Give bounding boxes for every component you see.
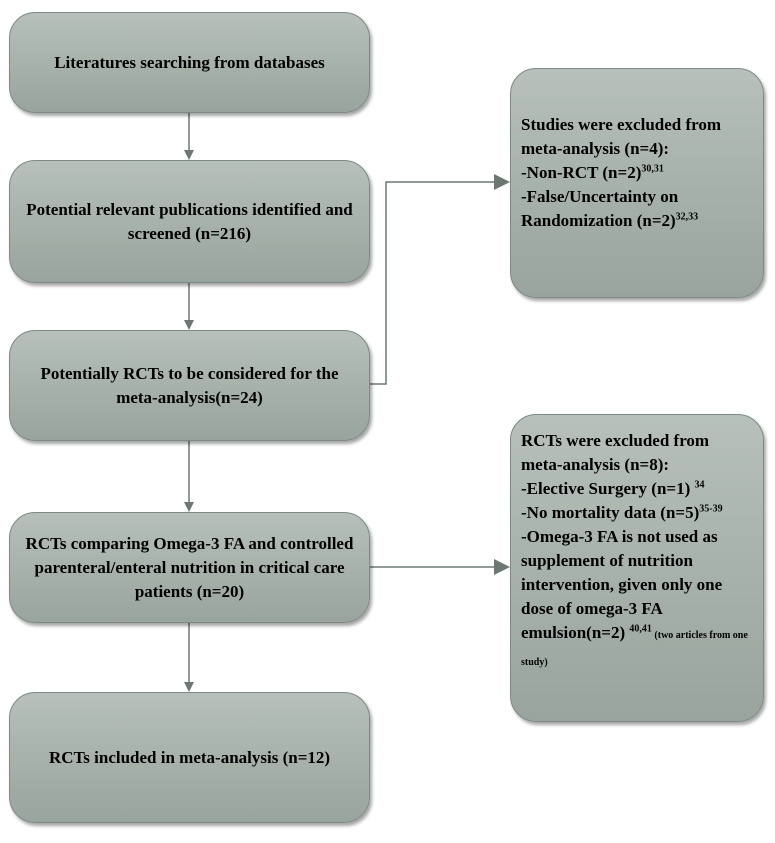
excluded2-item-ref: 40,41 (629, 623, 652, 635)
node-literature-search-label: Literatures searching from databases (54, 52, 325, 72)
node-studies-excluded: Studies were excluded from meta-analysis… (510, 68, 764, 298)
excluded1-heading: Studies were excluded from meta-analysis… (521, 115, 722, 158)
excluded2-item: -Elective Surgery (n=1) 34 (521, 477, 753, 501)
excluded1-item-text: -False/Uncertainty on Randomization (n=2… (521, 187, 679, 230)
excluded2-item-text: -No mortality data (n=5) (521, 503, 700, 522)
excluded1-item-text: -Non-RCT (n=2) (521, 163, 642, 182)
excluded1-item: -Non-RCT (n=2)30,31 (521, 161, 753, 185)
node-publications-identified-label: Potential relevant publications identifi… (26, 199, 353, 243)
excluded1-item: -False/Uncertainty on Randomization (n=2… (521, 185, 753, 233)
node-literature-search: Literatures searching from databases (9, 12, 370, 113)
excluded2-heading: RCTs were excluded from meta-analysis (n… (521, 431, 710, 474)
excluded1-item-ref: 30,31 (641, 163, 664, 175)
excluded2-item-text: -Omega-3 FA is not used as supplement of… (521, 527, 723, 642)
node-publications-identified: Potential relevant publications identifi… (9, 160, 370, 283)
node-rcts-included-label: RCTs included in meta-analysis (n=12) (48, 747, 331, 767)
excluded2-item-ref: 34 (694, 479, 705, 491)
node-rcts-comparing-label: RCTs comparing Omega-3 FA and controlled… (25, 533, 354, 601)
excluded2-item: -No mortality data (n=5)35-39 (521, 501, 753, 525)
node-rcts-considered: Potentially RCTs to be considered for th… (9, 330, 370, 441)
excluded2-item-note: (two articles from one study) (521, 630, 748, 668)
arrow-considered-to-excluded1 (370, 174, 510, 385)
excluded2-item: -Omega-3 FA is not used as supplement of… (521, 525, 753, 675)
excluded1-item-ref: 32,33 (675, 211, 699, 223)
excluded2-item-ref: 35-39 (699, 503, 723, 515)
excluded2-item-text: -Elective Surgery (n=1) (521, 479, 695, 498)
node-rcts-comparing: RCTs comparing Omega-3 FA and controlled… (9, 512, 370, 623)
node-rcts-considered-label: Potentially RCTs to be considered for th… (40, 363, 339, 407)
node-rcts-excluded: RCTs were excluded from meta-analysis (n… (510, 414, 764, 722)
node-rcts-included: RCTs included in meta-analysis (n=12) (9, 692, 370, 823)
